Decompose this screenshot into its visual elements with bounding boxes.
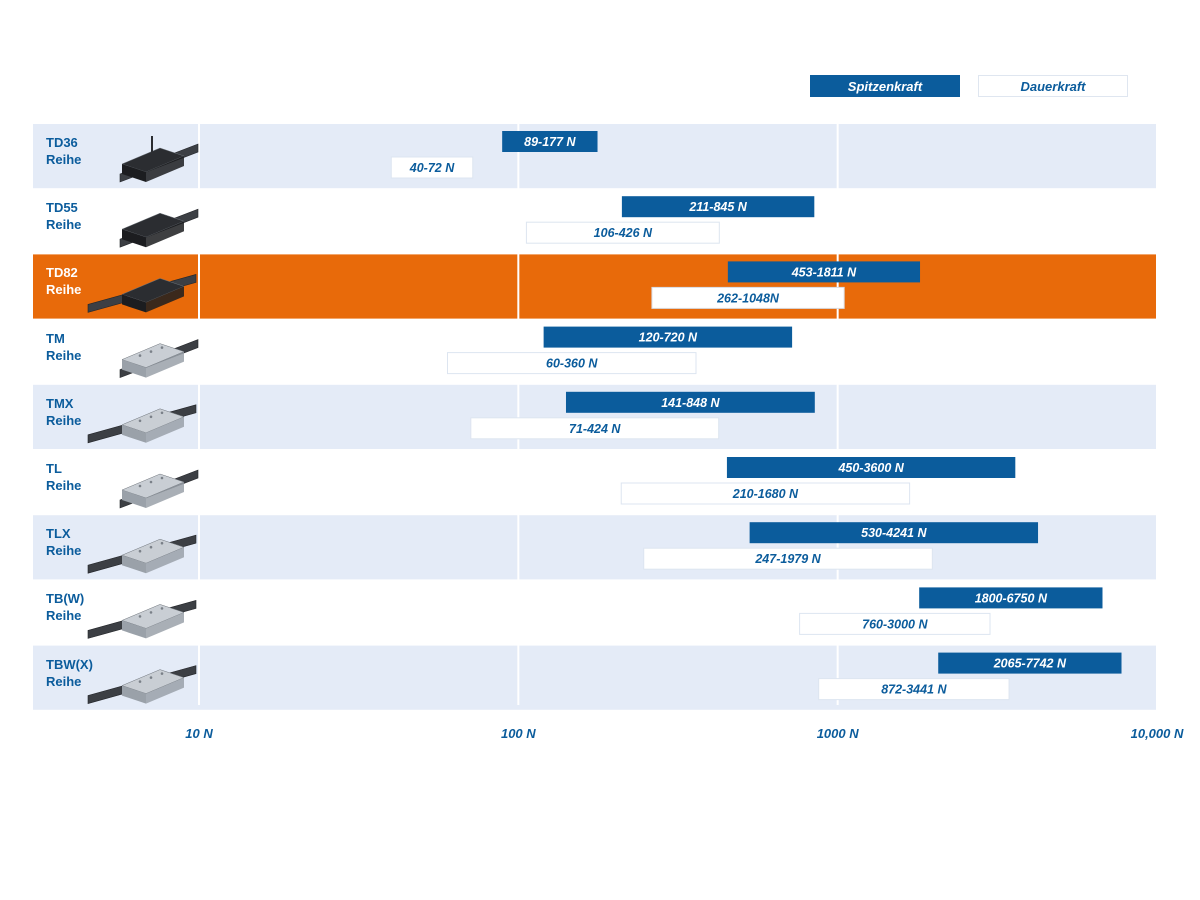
continuous-force-bar: [643, 547, 933, 570]
row-label-name: TD55: [46, 200, 78, 216]
linear-motor-tbwx-icon: [87, 665, 197, 704]
linear-motor-tm-icon: [119, 339, 199, 379]
continuous-force-label: 106-426 N: [594, 226, 653, 240]
peak-force-bar: [543, 326, 793, 348]
peak-force-label: 530-4241 N: [861, 526, 927, 540]
x-tick-label: 100 N: [501, 726, 536, 741]
legend-continuous-swatch: Dauerkraft: [978, 75, 1128, 97]
peak-force-label: 2065-7742 N: [993, 657, 1067, 671]
continuous-force-bar: [390, 156, 474, 179]
x-tick-label: 1000 N: [817, 726, 860, 741]
peak-force-label: 453-1811 N: [791, 265, 857, 279]
continuous-force-label: 210-1680 N: [732, 487, 799, 501]
x-tick-label: 10 N: [185, 726, 213, 741]
x-tick-label: 10,000 N: [1131, 726, 1184, 741]
peak-force-label: 450-3600 N: [837, 461, 904, 475]
continuous-force-bar: [799, 612, 991, 635]
peak-force-label: 120-720 N: [639, 331, 698, 345]
peak-force-label: 211-845 N: [688, 200, 747, 214]
row-label-series: Reihe: [46, 282, 82, 298]
peak-force-bar: [726, 457, 1016, 478]
linear-motor-tl-icon: [119, 469, 199, 509]
row-label-series: Reihe: [46, 673, 82, 689]
peak-force-bar: [565, 391, 815, 413]
continuous-force-label: 71-424 N: [569, 422, 621, 436]
row-label-series: Reihe: [46, 217, 82, 233]
legend-peak-swatch: Spitzenkraft: [810, 75, 960, 97]
continuous-force-bar: [818, 678, 1010, 701]
row-label: TBW(X)Reihe: [46, 656, 93, 690]
row-label-name: TMX: [46, 395, 74, 411]
row-label-series: Reihe: [46, 152, 82, 167]
linear-motor-tbw-icon: [87, 600, 197, 639]
row-label-name: TM: [46, 330, 65, 346]
peak-force-bar: [749, 522, 1039, 544]
continuous-force-bar: [651, 286, 845, 309]
peak-force-label: 89-177 N: [524, 135, 576, 149]
row-label-name: TD36: [46, 135, 78, 150]
continuous-force-bar: [525, 221, 720, 244]
row-label-name: TBW(X): [46, 656, 93, 672]
row-label-name: TL: [46, 461, 62, 476]
continuous-force-label: 60-360 N: [546, 357, 598, 371]
peak-force-label: 141-848 N: [661, 396, 720, 410]
row-label: TB(W)Reihe: [46, 590, 84, 624]
continuous-force-label: 40-72 N: [409, 161, 455, 175]
linear-motor-tmx-icon: [87, 404, 197, 444]
peak-force-bar: [938, 652, 1122, 674]
linear-motor-td36-icon: [119, 136, 199, 183]
peak-force-bar: [502, 131, 598, 152]
peak-force-bar: [621, 196, 815, 218]
continuous-force-bar: [620, 482, 911, 505]
continuous-force-label: 872-3441 N: [881, 683, 947, 697]
peak-force-bar: [727, 261, 921, 283]
peak-force-bar: [919, 587, 1103, 609]
peak-force-label: 1800-6750 N: [975, 591, 1048, 605]
continuous-force-bar: [446, 352, 697, 375]
row-label-series: Reihe: [46, 478, 82, 493]
row-label: TL Reihe: [46, 460, 81, 494]
continuous-force-label: 247-1979 N: [754, 552, 821, 566]
row-band: [33, 254, 1156, 319]
row-label-name: TLX: [46, 526, 71, 542]
row-label-series: Reihe: [46, 347, 82, 363]
continuous-force-label: 760-3000 N: [862, 617, 928, 631]
legend-peak-label: Spitzenkraft: [847, 78, 923, 94]
legend-continuous-label: Dauerkraft: [1020, 78, 1086, 94]
continuous-force-label: 262-1048N: [716, 291, 780, 305]
row-band: [33, 189, 1156, 254]
linear-motor-td55-icon: [119, 208, 199, 248]
row-label-name: TD82: [46, 265, 78, 281]
row-label-series: Reihe: [46, 412, 82, 428]
continuous-force-bar: [470, 417, 720, 440]
linear-motor-tlx-icon: [87, 534, 197, 574]
row-label-series: Reihe: [46, 608, 82, 624]
row-label-series: Reihe: [46, 543, 82, 559]
row-label-name: TB(W): [46, 591, 85, 607]
linear-motor-td82-icon: [87, 274, 197, 313]
